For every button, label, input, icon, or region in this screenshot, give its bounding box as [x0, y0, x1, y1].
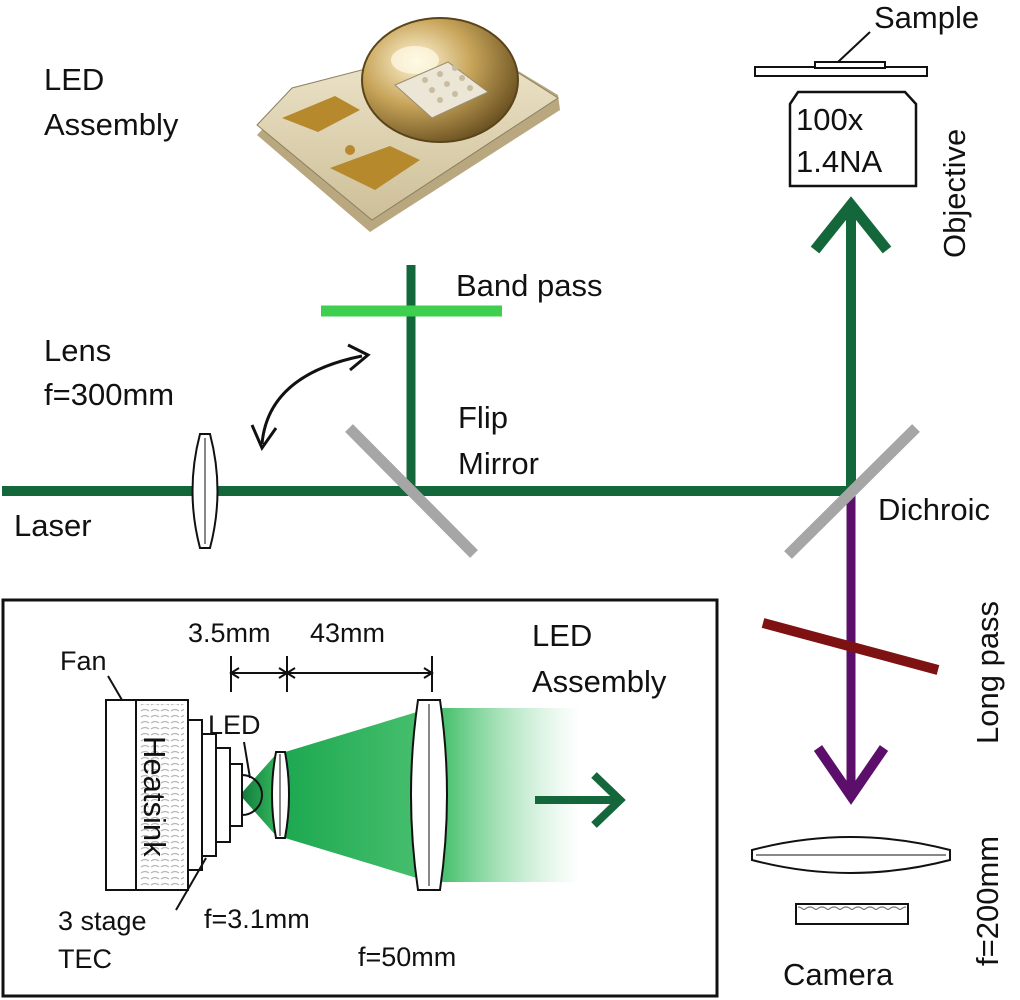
led-photo — [256, 17, 560, 232]
flip-mirror — [345, 424, 478, 558]
heatsink-fins — [140, 704, 184, 886]
distance-collimator-to-condenser: 43mm — [310, 618, 385, 648]
sample-specimen — [814, 61, 886, 69]
flip-arrow-icon — [260, 354, 363, 445]
lens-label-line2: f=300mm — [44, 377, 174, 412]
objective-label: Objective — [937, 129, 972, 258]
tec-stage-1 — [187, 719, 203, 871]
dichroic-label: Dichroic — [878, 492, 990, 527]
inset-title-line1: LED — [532, 618, 592, 653]
condenser-label: f=50mm — [358, 942, 456, 972]
tec-label-line1: 3 stage — [58, 906, 147, 936]
sample-label: Sample — [874, 0, 979, 35]
long-pass-label: Long pass — [970, 601, 1005, 744]
photo-label-line1: LED — [44, 62, 104, 97]
flip-arrowhead-top — [347, 343, 371, 372]
sample-leader — [837, 31, 871, 63]
dimension-lines — [229, 656, 434, 692]
led-package — [229, 763, 243, 827]
dichroic-mirror — [784, 424, 920, 559]
objective-na: 1.4NA — [796, 144, 882, 179]
tec-label-line2: TEC — [58, 944, 112, 974]
led-emission-cone — [240, 752, 278, 838]
tube-lens-label: f=200mm — [970, 836, 1005, 966]
long-pass-filter — [761, 618, 940, 675]
led-assembly-inset — [1, 598, 719, 998]
led-label: LED — [208, 710, 261, 740]
heatsink-label: Heatsink — [137, 736, 172, 857]
flip-mirror-label-line1: Flip — [458, 400, 508, 435]
distance-led-to-collimator: 3.5mm — [188, 618, 271, 648]
tec-leader — [175, 857, 207, 911]
camera-sensor-pixels — [798, 906, 906, 912]
fan — [105, 699, 137, 891]
lens-label-line1: Lens — [44, 333, 111, 368]
flip-arrowhead-bottom — [250, 424, 278, 452]
collimator-label: f=3.1mm — [204, 904, 310, 934]
band-pass-label: Band pass — [456, 268, 603, 303]
objective-magnification: 100x — [796, 102, 864, 137]
fan-leader — [107, 675, 123, 701]
output-arrowhead — [591, 772, 626, 828]
flip-mirror-label-line2: Mirror — [458, 446, 539, 481]
fan-label: Fan — [60, 646, 107, 676]
emission-arrowhead — [813, 745, 889, 805]
excitation-arrowhead — [810, 196, 892, 254]
laser-label: Laser — [14, 508, 92, 543]
objective-body — [788, 90, 918, 188]
tec-stage-3 — [215, 747, 231, 843]
led-leader — [243, 741, 251, 779]
tec-stage-2 — [201, 733, 217, 857]
photo-label-line2: Assembly — [44, 107, 179, 142]
inset-title-line2: Assembly — [532, 664, 667, 699]
camera-label: Camera — [783, 957, 894, 992]
